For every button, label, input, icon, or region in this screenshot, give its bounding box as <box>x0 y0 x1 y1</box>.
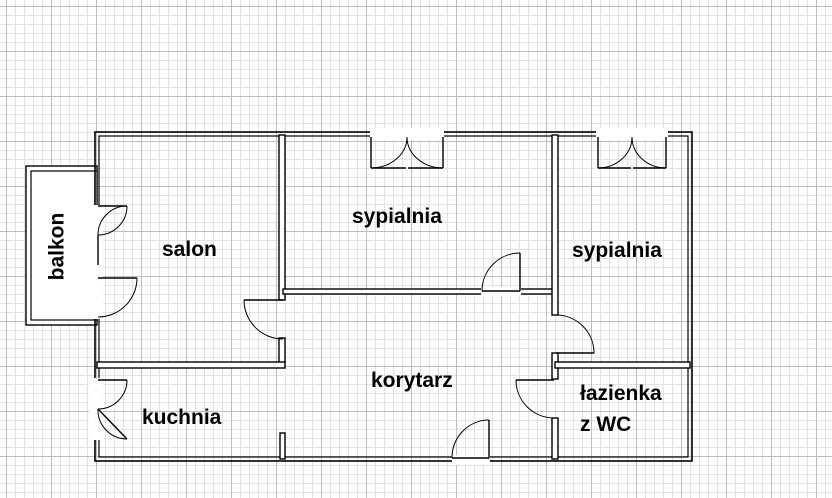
room-label-salon: salon <box>162 238 217 261</box>
door-entrance <box>451 419 490 459</box>
window-sypialnia-2 <box>597 136 667 169</box>
door-salon <box>243 299 284 340</box>
door-lazienka <box>515 379 555 419</box>
room-label-lazienka-line1: łazienka <box>580 382 662 405</box>
balcony-walls <box>25 165 98 326</box>
room-label-sypialnia-1: sypialnia <box>352 205 442 228</box>
door-balcony-upper <box>97 205 128 265</box>
door-balcony-lower <box>97 277 138 318</box>
door-kuchnia <box>97 379 128 440</box>
room-label-lazienka-line2: z WC <box>580 413 632 436</box>
door-sypialnia-2 <box>555 314 595 354</box>
room-label-balkon: balkon <box>45 212 69 281</box>
room-label-korytarz: korytarz <box>371 369 453 392</box>
interior-walls <box>96 134 691 460</box>
room-label-kuchnia: kuchnia <box>142 406 222 429</box>
openings <box>89 128 668 465</box>
window-sypialnia-1 <box>370 136 444 169</box>
room-label-sypialnia-2: sypialnia <box>572 239 662 262</box>
door-sypialnia-1 <box>481 252 521 292</box>
